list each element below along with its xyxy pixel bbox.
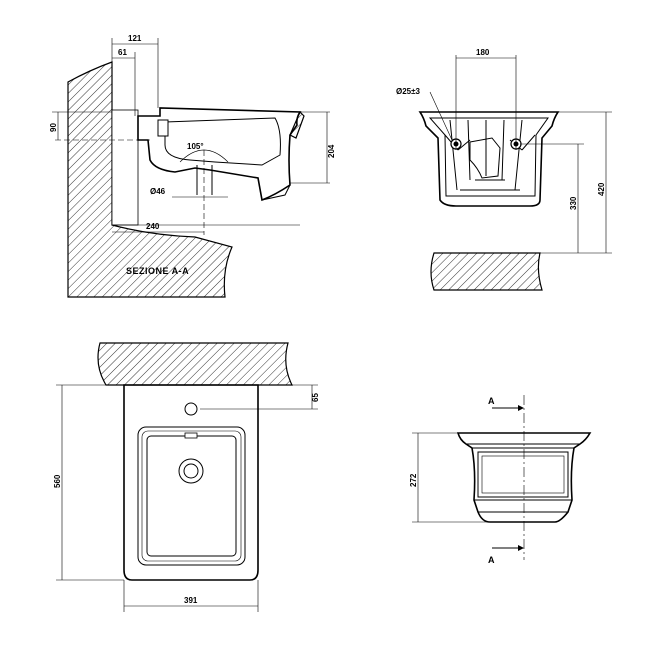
bidet-inner-bowl — [164, 117, 281, 166]
wall-section — [67, 61, 233, 298]
front-view: A A 272 — [409, 395, 592, 565]
dim-180: 180 — [476, 48, 490, 57]
dim-204: 204 — [327, 144, 336, 158]
rear-inner-outline — [428, 117, 549, 197]
section-arrowhead-top — [518, 405, 524, 411]
top-bidet-outline — [123, 384, 259, 581]
top-view: 65 560 391 — [53, 342, 320, 612]
rear-floor-section — [430, 252, 543, 291]
dim-90: 90 — [49, 123, 58, 132]
side-spout — [157, 119, 169, 137]
top-tap-hole — [184, 402, 198, 416]
rear-view: 180 Ø25±3 330 420 — [396, 48, 612, 291]
dim-240: 240 — [146, 222, 160, 231]
front-panel-inner — [481, 455, 565, 494]
dim-hole: Ø25±3 — [396, 87, 421, 96]
front-band — [472, 447, 574, 513]
dim-420: 420 — [597, 182, 606, 196]
dim-272: 272 — [409, 473, 418, 487]
dim-46: Ø46 — [150, 187, 166, 196]
rear-bidet-body — [418, 111, 560, 207]
dim-65: 65 — [311, 393, 320, 402]
front-panel-outer — [477, 451, 569, 498]
side-section-view: 121 61 90 204 105° Ø46 240 SEZIONE A-A — [49, 34, 336, 298]
top-bowl-outer — [137, 426, 246, 566]
dim-hole-leader — [429, 91, 453, 141]
top-bowl-mid — [141, 430, 242, 562]
section-title: SEZIONE A-A — [126, 266, 189, 276]
top-bowl-inner — [146, 435, 237, 557]
rear-ribs — [444, 119, 536, 191]
dim-61: 61 — [118, 48, 127, 57]
rear-bracket — [469, 137, 501, 179]
rim-hatch — [289, 110, 305, 139]
top-drain-outer — [178, 458, 204, 484]
dim-121: 121 — [128, 34, 142, 43]
section-mark-top: A — [488, 396, 495, 406]
top-wall-section — [97, 342, 293, 386]
wall-inner-cavity — [111, 109, 139, 226]
dim-391: 391 — [184, 596, 198, 605]
bidet-foot — [257, 177, 291, 201]
dim-105-deg: 105° — [187, 142, 204, 151]
section-mark-bottom: A — [488, 555, 495, 565]
top-overflow — [184, 432, 198, 439]
top-drain-inner — [183, 463, 199, 479]
dim-560: 560 — [53, 474, 62, 488]
dim-330: 330 — [569, 196, 578, 210]
drain-pipe — [196, 165, 213, 195]
section-arrowhead-bottom — [518, 545, 524, 551]
